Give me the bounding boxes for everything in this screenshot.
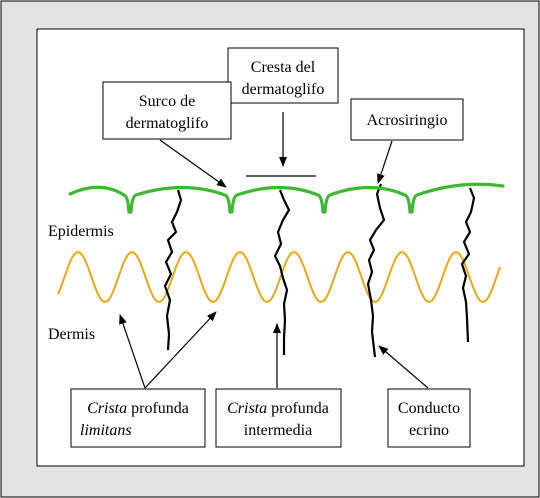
eccrine-duct-2 [273,189,291,355]
epidermis-surface-line [68,182,505,214]
eccrine-duct-3 [366,183,386,358]
label-epidermis: Epidermis [48,223,114,240]
svg-text:Crista profunda: Crista profunda [227,400,329,417]
eccrine-duct-4 [460,187,476,343]
label-limitans-profunda: profunda [127,400,189,417]
label-surco-line1: Surco de [139,93,195,110]
arrow-surco [159,139,227,188]
label-box-intermedia: Crista profunda intermedia [215,388,342,448]
label-conducto-line2: ecrino [409,422,449,439]
label-cresta-line1: Cresta del [251,59,316,76]
label-intermedia-word: intermedia [244,422,312,439]
label-acrosiringio: Acrosiringio [367,112,448,129]
label-box-limitans: Crista profunda limitans [70,388,206,448]
svg-text:Crista profunda: Crista profunda [87,400,189,417]
label-surco-line2: dermatoglifo [126,115,209,132]
label-box-acrosiringio: Acrosiringio [350,98,464,141]
label-conducto-line1: Conducto [398,400,460,417]
label-intermedia-crista: Crista [227,400,267,417]
arrow-conducto [378,345,429,389]
eccrine-duct-1 [163,189,183,351]
dermal-boundary-wave [57,250,501,303]
label-intermedia-profunda: profunda [267,400,329,417]
label-cresta-line2: dermatoglifo [242,81,325,98]
label-limitans-crista: Crista [87,400,127,417]
arrow-limitans-left [119,314,146,389]
label-dermis: Dermis [48,326,95,343]
label-limitans-word: limitans [80,422,132,439]
label-box-surco: Surco de dermatoglifo [102,81,232,140]
arrow-acrosiringio [377,140,393,184]
label-box-cresta: Cresta del dermatoglifo [227,47,339,104]
arrow-limitans-right [144,311,217,389]
label-box-conducto: Conducto ecrino [387,388,471,448]
